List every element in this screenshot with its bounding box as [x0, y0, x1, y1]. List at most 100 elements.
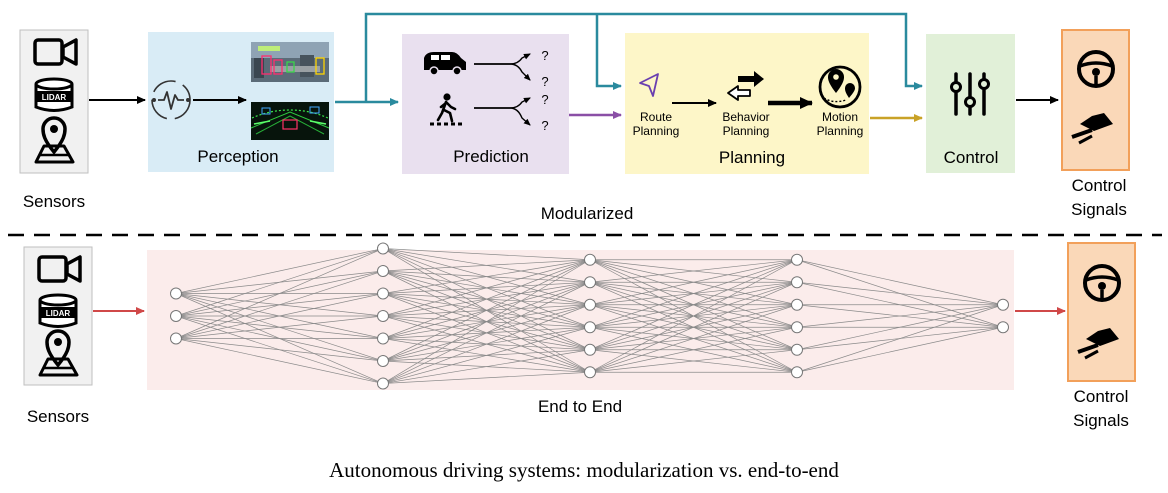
- network-edge: [589, 259, 798, 328]
- sensors-label-e2e: Sensors: [27, 407, 89, 426]
- map-pin-icon: [38, 329, 79, 377]
- planning-module: Route Planning Behavior Planning Motion …: [625, 33, 869, 174]
- network-edge: [382, 326, 591, 384]
- network-node: [584, 276, 596, 289]
- network-edge: [382, 259, 591, 294]
- network-node: [791, 276, 803, 289]
- network-edge: [796, 304, 1004, 328]
- network-node: [377, 242, 389, 255]
- sensors-panel-modular: LIDAR: [19, 29, 89, 174]
- network-edge: [175, 248, 384, 339]
- map-pin-icon: [34, 116, 75, 164]
- lidar-label: LIDAR: [46, 309, 71, 318]
- planning-label: Planning: [719, 148, 785, 167]
- network-edge: [796, 281, 1004, 306]
- network-node: [791, 298, 803, 311]
- network-edge: [796, 259, 1004, 306]
- control-module: Control: [926, 34, 1015, 173]
- network-edge: [175, 315, 384, 339]
- network-edge: [382, 259, 591, 362]
- network-edge: [589, 259, 798, 306]
- network-node: [584, 343, 596, 356]
- network-edge: [175, 270, 384, 339]
- network-edge: [589, 326, 798, 373]
- network-node: [170, 332, 182, 345]
- network-node: [377, 355, 389, 367]
- network-edge: [589, 281, 798, 373]
- end-to-end-label: End to End: [538, 397, 622, 416]
- signal-icon: [151, 80, 191, 120]
- lidar-icon: LIDAR: [38, 293, 78, 328]
- control-signals-label-modular-line1: Control: [1072, 176, 1127, 195]
- network-node: [170, 310, 182, 322]
- network-edge: [382, 304, 591, 384]
- network-edge: [382, 371, 591, 384]
- network-node: [791, 321, 803, 334]
- sensors-panel-e2e: LIDAR: [23, 246, 93, 386]
- network-node: [791, 253, 803, 266]
- behavior-planning-line1: Behavior: [722, 110, 769, 124]
- neural-network: [147, 242, 1014, 390]
- network-edge: [796, 304, 1004, 351]
- network-edge: [382, 259, 591, 317]
- lidar-pointcloud-image: [250, 102, 330, 140]
- network-node: [584, 366, 596, 379]
- pedal-icon: [1071, 113, 1113, 145]
- unknown-mark: ?: [541, 74, 548, 89]
- control-label: Control: [944, 148, 999, 167]
- behavior-planning-line2: Planning: [723, 124, 770, 138]
- prediction-module: ? ? ? ? Prediction: [402, 34, 569, 174]
- perception-label: Perception: [197, 147, 278, 166]
- perception-to-control-arrow: [364, 12, 923, 102]
- control-signals-label-e2e-line2: Signals: [1073, 411, 1129, 430]
- network-edge: [382, 248, 591, 261]
- network-node: [377, 310, 389, 322]
- control-signals-box-e2e: [1067, 242, 1136, 382]
- network-edge: [796, 326, 1004, 373]
- pedal-icon: [1077, 328, 1119, 360]
- network-node: [791, 343, 803, 356]
- motion-planning-line2: Planning: [817, 124, 864, 138]
- map-route-icon: [818, 65, 862, 109]
- network-edge: [589, 349, 798, 373]
- navigation-arrow-icon: [639, 73, 659, 97]
- network-node: [377, 377, 389, 390]
- network-node: [584, 298, 596, 311]
- network-edge: [796, 304, 1004, 373]
- network-edge: [175, 248, 384, 317]
- control-signals-box-modular: [1061, 29, 1130, 171]
- perception-to-planning-arrow: [595, 14, 622, 90]
- network-node: [997, 298, 1009, 311]
- network-edge: [589, 259, 798, 283]
- network-edge: [175, 338, 384, 384]
- camera-icon: [37, 255, 82, 283]
- car-icon: [424, 52, 466, 76]
- control-signals-label-e2e-line1: Control: [1074, 387, 1129, 406]
- network-edge: [382, 349, 591, 384]
- lidar-label: LIDAR: [42, 93, 67, 102]
- steering-wheel-icon: [1077, 50, 1115, 88]
- route-planning-line2: Planning: [633, 124, 680, 138]
- network-connections: [175, 248, 1004, 384]
- pedestrian-icon: [430, 93, 462, 126]
- modularized-label: Modularized: [541, 204, 634, 223]
- network-node: [377, 332, 389, 345]
- swap-arrows-icon: [727, 71, 764, 101]
- network-edge: [589, 304, 798, 373]
- network-edge: [175, 248, 384, 294]
- sliders-icon: [950, 72, 990, 116]
- network-edge: [382, 259, 591, 384]
- network-edge: [175, 293, 384, 339]
- perception-module: Perception: [148, 32, 334, 172]
- motion-planning-line1: Motion: [822, 110, 858, 124]
- figure-caption: Autonomous driving systems: modularizati…: [329, 458, 839, 482]
- control-signals-label-modular-line2: Signals: [1071, 200, 1127, 219]
- prediction-label: Prediction: [453, 147, 529, 166]
- camera-detection-image: [251, 42, 329, 82]
- network-edge: [382, 259, 591, 272]
- unknown-mark: ?: [541, 92, 548, 107]
- network-node: [997, 321, 1009, 334]
- camera-icon: [33, 38, 78, 66]
- network-node: [791, 366, 803, 379]
- unknown-mark: ?: [541, 48, 548, 63]
